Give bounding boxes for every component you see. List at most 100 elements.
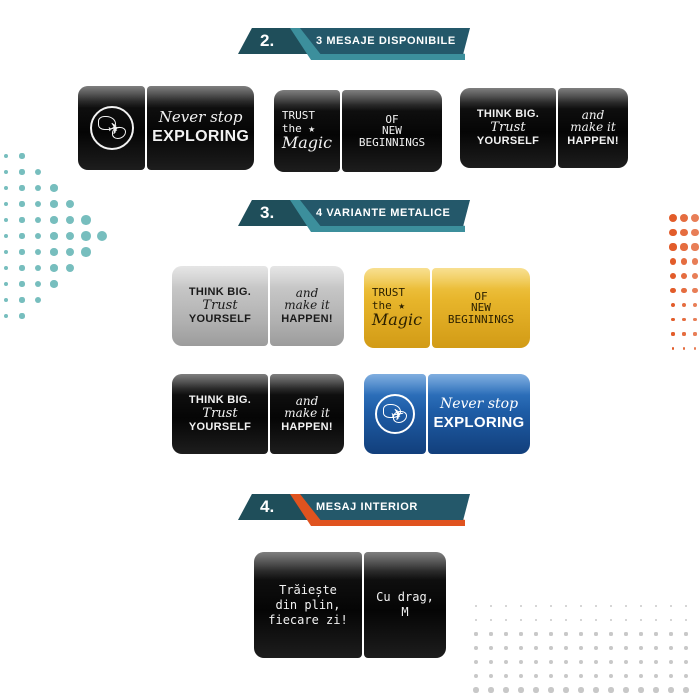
message-line: Never stop	[439, 396, 519, 413]
decor-dot	[669, 632, 673, 636]
message-line: and	[295, 393, 319, 408]
decor-dot	[639, 604, 643, 608]
message-line: YOURSELF	[188, 312, 252, 325]
decor-dot	[65, 199, 75, 209]
decor-dot	[593, 673, 599, 679]
decor-dot	[594, 646, 598, 650]
decor-dot	[548, 659, 554, 665]
orange-dot-pattern	[668, 212, 700, 362]
message-line: Trust	[490, 120, 526, 136]
decor-dot	[669, 618, 673, 622]
decor-dot	[608, 659, 614, 665]
decor-dot	[19, 169, 25, 175]
decor-dot	[681, 287, 687, 294]
message-line: NEW	[382, 124, 402, 138]
decor-dot	[549, 646, 553, 650]
decor-dot	[534, 646, 538, 650]
decor-dot	[4, 266, 8, 270]
decor-dot	[669, 258, 677, 265]
message-line: TRUST	[371, 286, 405, 300]
decor-dot	[65, 247, 75, 257]
star-icon: ★	[308, 121, 315, 135]
decor-dot	[549, 632, 553, 636]
section-header-2: 2. 3 MESAJE DISPONIBILE	[238, 28, 470, 60]
decor-dot	[654, 646, 658, 650]
decor-dot	[624, 632, 628, 636]
decor-dot	[50, 264, 58, 272]
section-number: 3.	[260, 203, 275, 222]
decor-dot	[563, 673, 569, 679]
decor-dot	[489, 646, 493, 650]
decor-dot	[670, 273, 676, 279]
decor-dot	[564, 618, 568, 622]
decor-dot	[4, 154, 8, 158]
decor-dot	[578, 659, 584, 665]
decor-dot	[488, 673, 494, 679]
decor-dot	[533, 659, 539, 665]
decor-dot	[578, 673, 584, 679]
decor-dot	[638, 687, 644, 693]
decor-dot	[19, 313, 25, 319]
message-line: THINK BIG.	[188, 285, 252, 298]
decor-dot	[669, 243, 677, 251]
message-line: OF	[385, 112, 399, 126]
decor-dot	[489, 632, 493, 636]
decor-dot	[668, 673, 674, 679]
section-label: 4 VARIANTE METALICE	[316, 207, 451, 219]
decor-dot	[653, 687, 659, 693]
message-line: and	[581, 107, 605, 122]
message-line: make it	[570, 120, 616, 135]
decor-dot	[50, 184, 58, 192]
interior-line: din plin,	[275, 597, 341, 612]
decor-dot	[488, 687, 494, 693]
grey-dot-pattern	[470, 600, 700, 700]
clasp-think-big-black: THINK BIG. Trust YOURSELF and make it HA…	[460, 88, 628, 168]
message-line: YOURSELF	[476, 134, 540, 147]
decor-dot	[624, 604, 628, 608]
decor-dot	[81, 215, 91, 225]
star-icon: ★	[398, 298, 405, 312]
decor-dot	[65, 215, 75, 225]
decor-dot	[34, 248, 42, 256]
decor-dot	[34, 280, 42, 288]
decor-dot	[474, 604, 478, 608]
decor-dot	[548, 687, 554, 693]
section-label: MESAJ INTERIOR	[316, 501, 418, 513]
interior-line: M	[401, 605, 409, 619]
decor-dot	[534, 618, 538, 622]
decor-dot	[594, 604, 598, 608]
decor-dot	[34, 232, 42, 240]
decor-dot	[693, 317, 697, 322]
decor-dot	[579, 632, 583, 636]
decor-dot	[639, 632, 643, 636]
decor-dot	[654, 632, 658, 636]
decor-dot	[653, 673, 659, 679]
decor-dot	[593, 659, 599, 665]
decor-dot	[693, 347, 697, 350]
decor-dot	[564, 632, 568, 636]
decor-dot	[4, 218, 8, 222]
clasp-think-big-silver: THINK BIG. Trust YOURSELF and make it HA…	[172, 266, 344, 346]
decor-dot	[684, 604, 688, 608]
decor-dot	[519, 604, 523, 608]
decor-dot	[638, 673, 644, 679]
decor-dot	[519, 632, 523, 636]
decor-dot	[623, 659, 629, 665]
interior-line: fiecare zi!	[268, 612, 348, 627]
decor-dot	[549, 604, 553, 608]
decor-dot	[679, 213, 689, 223]
decor-dot	[518, 687, 524, 693]
decor-dot	[669, 228, 677, 237]
decor-dot	[533, 687, 539, 693]
message-line: make it	[284, 406, 330, 421]
decor-dot	[609, 632, 613, 636]
decor-dot	[474, 618, 478, 622]
decor-dot	[34, 296, 42, 304]
message-line: and	[295, 285, 319, 300]
decor-dot	[683, 659, 689, 665]
decor-dot	[608, 687, 614, 693]
clasp-think-big-black-2: THINK BIG. Trust YOURSELF and make it HA…	[172, 374, 344, 454]
decor-dot	[4, 314, 8, 318]
decor-dot	[65, 263, 75, 273]
decor-dot	[684, 646, 688, 650]
